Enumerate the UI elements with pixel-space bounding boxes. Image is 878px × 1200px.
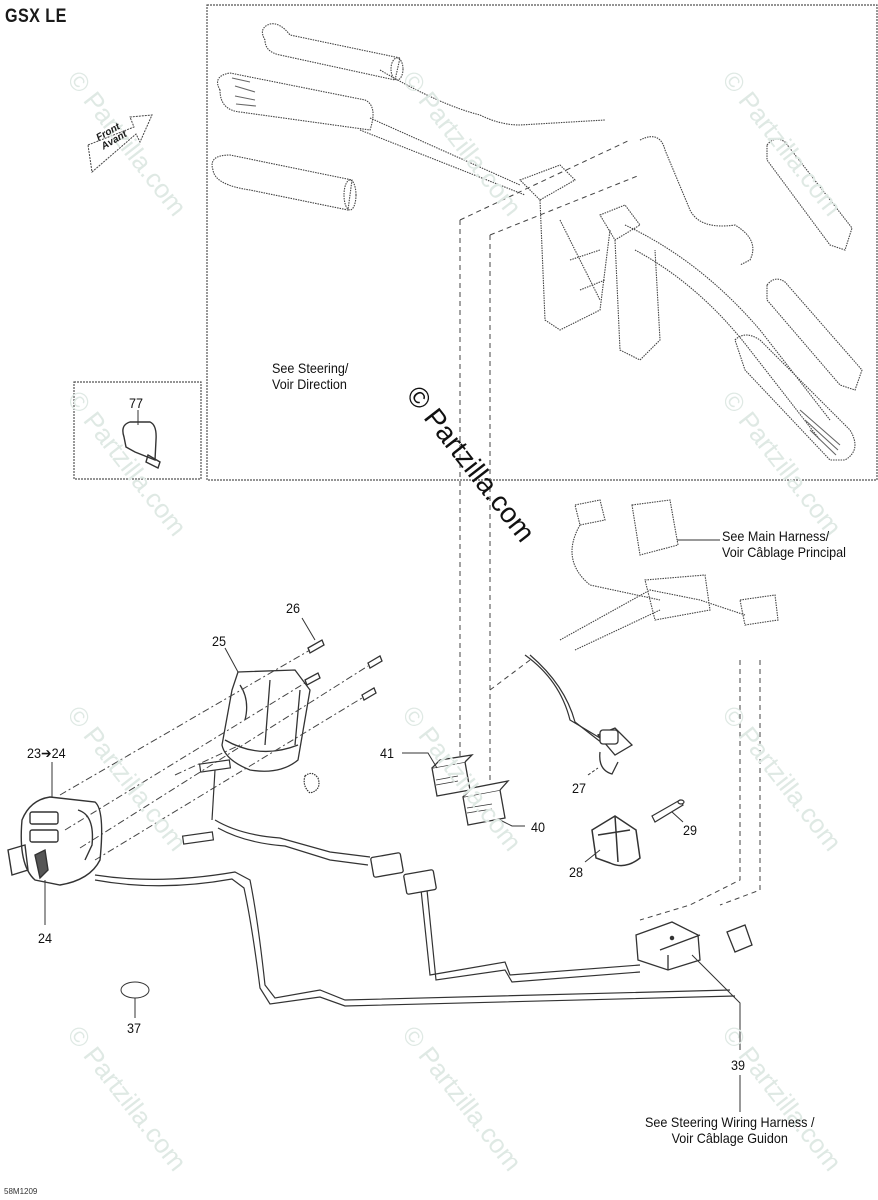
handlebar-assembly	[211, 23, 863, 461]
callout-39[interactable]: 39	[731, 1057, 746, 1073]
screws-part-26	[304, 639, 383, 701]
callout-41[interactable]: 41	[380, 745, 395, 761]
switch-housing-part-25	[221, 669, 311, 772]
knob-part-28	[591, 815, 641, 867]
wiring-harness	[94, 654, 736, 1007]
pin-connector	[181, 759, 320, 845]
connector-part-41	[431, 754, 474, 797]
callout-24[interactable]: 24	[38, 930, 53, 946]
callout-40[interactable]: 40	[531, 819, 546, 835]
decal-part-37	[120, 981, 150, 999]
front-direction-arrow-icon	[87, 114, 153, 173]
callout-29[interactable]: 29	[683, 822, 698, 838]
note-line: See Steering/	[272, 360, 349, 376]
clip-part-77	[122, 421, 161, 469]
note-see-steering-wiring: See Steering Wiring Harness / Voir Câbla…	[645, 1114, 814, 1146]
main-harness	[559, 499, 779, 651]
leader-41	[402, 752, 438, 769]
note-line: Voir Câblage Principal	[722, 544, 846, 560]
alignment-lines	[459, 139, 761, 921]
switch-part-27	[596, 727, 634, 775]
note-line: See Main Harness/	[722, 528, 830, 544]
leader-28	[584, 849, 601, 863]
leader-39	[691, 954, 741, 1112]
model-title: GSX LE	[5, 6, 67, 27]
steering-reference-frame	[206, 4, 878, 481]
leader-40	[499, 819, 525, 827]
callout-37[interactable]: 37	[127, 1020, 142, 1036]
harness-connectors	[370, 852, 437, 895]
module-part-39	[635, 921, 753, 971]
callout-27[interactable]: 27	[572, 780, 587, 796]
connector-part-40	[462, 779, 510, 826]
pin-part-29	[651, 799, 685, 823]
clip-frame	[73, 381, 202, 480]
switch-module-part-24	[7, 796, 103, 886]
callout-28[interactable]: 28	[569, 864, 584, 880]
callout-23-24[interactable]: 23➔24	[27, 745, 66, 761]
note-line: Voir Direction	[272, 376, 347, 392]
screw-alignment-lines	[59, 649, 369, 861]
note-line: See Steering Wiring Harness /	[645, 1114, 815, 1130]
callout-25[interactable]: 25	[212, 633, 227, 649]
leader-26	[301, 617, 316, 641]
note-line: Voir Câblage Guidon	[671, 1130, 788, 1146]
note-see-main-harness: See Main Harness/ Voir Câblage Principal	[722, 528, 846, 560]
leader-29	[671, 811, 684, 823]
callout-26[interactable]: 26	[286, 600, 301, 616]
leader-25	[224, 647, 239, 673]
note-see-steering: See Steering/ Voir Direction	[272, 360, 348, 392]
drawing-code: 58M1209	[4, 1187, 38, 1196]
callout-77[interactable]: 77	[129, 395, 144, 411]
leader-27	[587, 767, 599, 776]
